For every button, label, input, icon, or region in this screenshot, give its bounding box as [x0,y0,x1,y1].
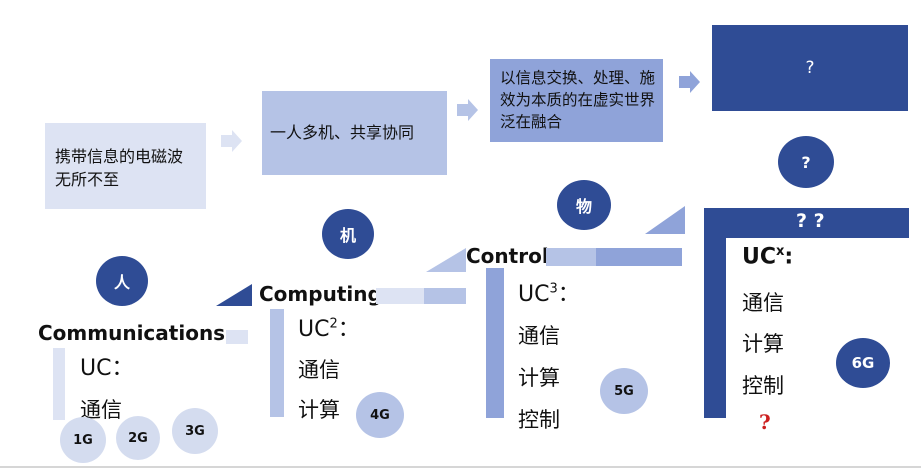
stage-1-box: 携带信息的电磁波无所不至 [45,123,206,209]
circle-5g: 5G [600,368,648,414]
stage-3-box: 以信息交换、处理、施效为本质的在虚实世界泛在融合 [490,59,663,142]
uc-3-label: UC3： [518,281,580,307]
item-jisuan-3: 计算 [518,366,560,390]
stage-4-text: ? [805,57,815,78]
step-1-connector [216,284,252,306]
step-3-bar-end [596,248,682,266]
circle-ren: 人 [96,256,148,306]
step-control-label: Control [466,244,549,268]
circle-1g: 1G [60,417,106,463]
step-computing-label: Computing [259,282,382,306]
item-unknown-4: ? [759,410,771,434]
step-4-bar [704,208,909,238]
step-3-riser [486,268,504,418]
item-jisuan-2: 计算 [298,398,340,422]
stage-3-text: 以信息交换、处理、施效为本质的在虚实世界泛在融合 [500,69,656,131]
circle-2g-label: 2G [128,430,148,446]
circle-ji: 机 [322,209,374,259]
step-1-bar [226,330,248,344]
item-kongzhi-4: 控制 [742,374,784,398]
circle-1g-label: 1G [73,432,93,448]
uc-x-label: UCx: [742,244,794,270]
step-2-connector [426,248,466,272]
circle-wu-label: 物 [575,197,592,216]
circle-6g: 6G [836,338,890,388]
step-1-riser [53,348,65,420]
item-kongzhi-3: 控制 [518,408,560,432]
circle-2g: 2G [116,416,160,460]
item-tongxin-2: 通信 [298,358,340,382]
arrow-right-icon [221,130,242,152]
stage-2-text: 一人多机、共享协同 [270,123,415,142]
circle-6g-label: 6G [851,354,875,372]
circle-question: ? [778,136,834,188]
step-3-connector [645,206,685,234]
item-tongxin-4: 通信 [742,291,784,315]
circle-4g-label: 4G [370,407,390,423]
step-6g-header: ? ? [796,210,825,232]
arrow-right-icon [457,99,478,121]
stage-1-text: 携带信息的电磁波无所不至 [55,147,184,190]
circle-ji-label: 机 [339,226,356,245]
circle-ren-label: 人 [113,273,130,292]
item-tongxin-3: 通信 [518,324,560,348]
stage-4-box: ? [712,25,908,111]
bottom-divider [0,466,921,468]
circle-3g: 3G [172,408,218,454]
uc-2-label: UC2： [298,316,360,342]
step-communications-label: Communications [38,321,226,345]
circle-5g-label: 5G [614,383,634,399]
step-2-bar-end [424,288,466,304]
step-4-riser [704,238,726,418]
circle-3g-label: 3G [185,423,205,439]
step-2-riser [270,309,284,417]
stage-2-box: 一人多机、共享协同 [262,91,447,175]
arrow-right-icon [679,71,700,93]
item-jisuan-4: 计算 [742,332,784,356]
circle-question-label: ? [801,152,811,172]
uc-1-label: UC： [80,356,134,381]
circle-4g: 4G [356,392,404,438]
circle-wu: 物 [557,180,611,230]
